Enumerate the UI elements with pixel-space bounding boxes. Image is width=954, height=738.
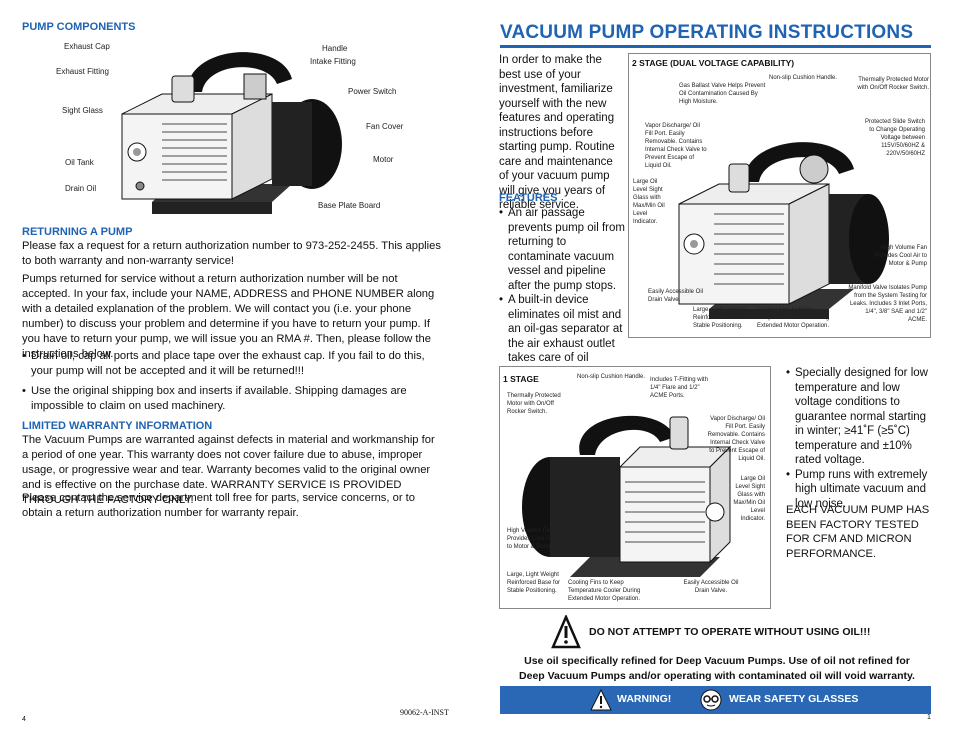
label-drain-oil: Drain Oil — [65, 184, 97, 193]
two-stage-high-volume: High Volume Fan Provides Cool Air to Mot… — [874, 245, 927, 267]
label-handle: Handle — [322, 44, 348, 53]
two-stage-vapor: Vapor Discharge/ Oil Fill Port. Easily R… — [645, 123, 707, 169]
label-base-plate-board: Base Plate Board — [318, 201, 381, 210]
spec-bullet: Specially designed for low temperature a… — [786, 366, 936, 468]
warning-triangle-icon — [590, 688, 612, 716]
label-sight-glass: Sight Glass — [62, 106, 103, 115]
features-heading: FEATURES — [499, 192, 558, 204]
safety-glasses-icon — [699, 689, 723, 716]
warranty-paragraph-1: The Vacuum Pumps are warranted against d… — [22, 434, 435, 506]
specs-bullets: Specially designed for low temperature a… — [786, 366, 936, 511]
warranty-paragraph-2: Please contact the service department to… — [22, 492, 415, 519]
two-stage-thermal: Thermally Protected Motor with On/Off Ro… — [857, 77, 929, 91]
one-stage-includes-t: Includes T-Fitting with 1/4" Flare and 1… — [650, 377, 708, 399]
two-stage-easily-drain: Easily Accessible Oil Drain Valve. — [648, 289, 704, 303]
label-exhaust-fitting: Exhaust Fitting — [56, 67, 109, 76]
warning-label: WARNING! — [617, 693, 672, 705]
returning-heading: RETURNING A PUMP — [22, 226, 133, 238]
intro-text: In order to make the best use of your in… — [499, 54, 615, 211]
label-intake-fitting: Intake Fitting — [310, 57, 356, 66]
caution-text: DO NOT ATTEMPT TO OPERATE WITHOUT USING … — [589, 626, 871, 638]
returning-paragraph-1: Please fax a request for a return author… — [22, 240, 441, 267]
two-stage-heading: 2 STAGE (DUAL VOLTAGE CAPABILITY) — [632, 58, 795, 68]
oil-note: Use oil specifically refined for Deep Va… — [519, 655, 915, 682]
two-stage-cooling: Cooling Fins to Keep Temperature Cooler … — [757, 307, 830, 329]
page-number-left: 4 — [22, 716, 26, 723]
one-stage-box: 1 STAGE Non-slip Cushion Handle. Include… — [499, 366, 771, 609]
label-motor: Motor — [373, 155, 394, 164]
warning-triangle-icon — [551, 613, 581, 654]
returning-bullets: Drain oil, cap all ports and place tape … — [22, 349, 442, 414]
doc-code: 90062-A-INST — [400, 708, 449, 717]
spec-bullet: Pump runs with extremely high ultimate v… — [786, 468, 936, 512]
pump-illustration — [121, 52, 342, 214]
one-stage-cooling: Cooling Fins to Keep Temperature Cooler … — [568, 580, 641, 602]
returning-bullet: Drain oil, cap all ports and place tape … — [22, 349, 442, 379]
one-stage-easily-drain: Easily Accessible Oil Drain Valve. — [683, 580, 739, 594]
returning-paragraph-2: Pumps returned for service without a ret… — [22, 273, 435, 360]
two-stage-large-oil: Large Oil Level Sight Glass with Max/Min… — [633, 179, 665, 225]
returning-bullet: Use the original shipping box and insert… — [22, 384, 442, 414]
label-fan-cover: Fan Cover — [366, 122, 404, 131]
one-stage-nonslip: Non-slip Cushion Handle. — [577, 374, 646, 380]
title-rule — [500, 45, 931, 48]
page-title: VACUUM PUMP OPERATING INSTRUCTIONS — [500, 22, 914, 43]
one-stage-thermal: Thermally Protected Motor with On/Off Ro… — [507, 393, 561, 415]
label-oil-tank: Oil Tank — [65, 158, 94, 167]
one-stage-heading: 1 STAGE — [503, 374, 539, 384]
two-stage-large-base: Large, Light Weight Reinforced Base for … — [693, 307, 747, 329]
label-power-switch: Power Switch — [348, 87, 397, 96]
warranty-heading: LIMITED WARRANTY INFORMATION — [22, 420, 213, 432]
two-stage-nonslip: Non-slip Cushion Handle. — [769, 75, 838, 81]
page-number-right: 1 — [927, 714, 931, 721]
one-stage-pump-illustration — [522, 415, 732, 577]
one-stage-vapor: Vapor Discharge/ Oil Fill Port. Easily R… — [707, 416, 765, 462]
one-stage-high-volume: High Volume Fan Provides Cool Air to Mot… — [507, 528, 554, 550]
two-stage-protected-slide: Protected Slide Switch to Change Operati… — [864, 119, 925, 157]
pump-components-diagram — [22, 34, 422, 224]
safety-glasses-label: WEAR SAFETY GLASSES — [729, 693, 859, 705]
feature-bullet: An air passage prevents pump oil from re… — [499, 206, 625, 293]
two-stage-pump-illustration — [678, 142, 889, 319]
factory-tested-note: EACH VACUUM PUMP HAS BEEN FACTORY TESTED… — [786, 504, 930, 560]
one-stage-large-base: Large, Light Weight Reinforced Base for … — [507, 572, 561, 594]
features-bullets: An air passage prevents pump oil from re… — [499, 206, 625, 395]
one-stage-large-oil: Large Oil Level Sight Glass with Max/Min… — [733, 476, 765, 522]
label-exhaust-cap: Exhaust Cap — [64, 42, 110, 51]
pump-components-heading: PUMP COMPONENTS — [22, 21, 136, 33]
two-stage-box: 2 STAGE (DUAL VOLTAGE CAPABILITY) Gas Ba… — [628, 53, 931, 338]
warning-bar: WARNING! WEAR SAFETY GLASSES — [500, 686, 931, 714]
two-stage-manifold: Manifold Valve Isolates Pump from the Sy… — [848, 285, 927, 323]
two-stage-gas-ballast: Gas Ballast Valve Helps Prevent Oil Cont… — [679, 83, 766, 105]
